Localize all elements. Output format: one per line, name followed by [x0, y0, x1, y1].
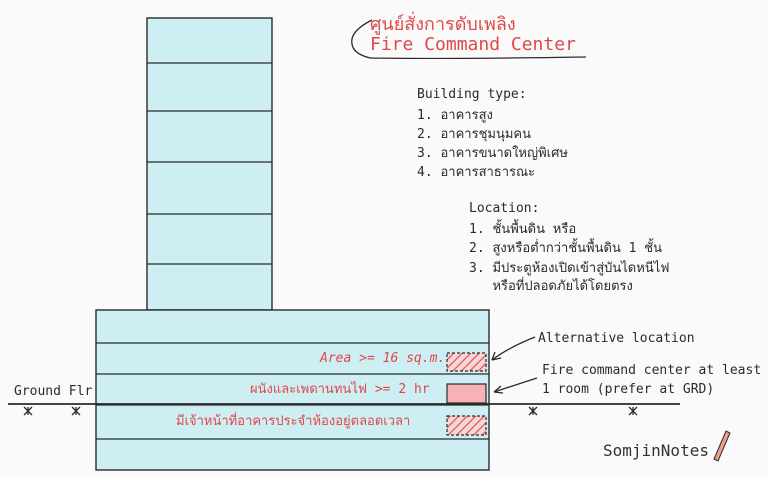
requirement-fire-rating: ผนังและเพดานทนไฟ >= 2 hr — [250, 382, 430, 397]
location-item: 3. มีประตูห้องเปิดเข้าสู่บันไดหนีไฟ — [469, 261, 670, 276]
fcc-room-ground — [446, 383, 487, 404]
building-type-item: 1. อาคารสูง — [417, 108, 493, 123]
tower — [146, 17, 273, 311]
building-type-item: 3. อาคารขนาดใหญ่พิเศษ — [417, 146, 568, 161]
alt-room-upper — [446, 352, 487, 372]
alt-room-basement — [446, 415, 487, 436]
location-item: หรือที่ปลอดภัยได้โดยตรง — [469, 279, 633, 294]
building-type-heading: Building type: — [417, 87, 527, 102]
pen-icon — [713, 430, 731, 462]
requirement-area: Area >= 16 sq.m. — [320, 351, 446, 366]
fcc-note-line1: Fire command center at least — [542, 363, 762, 378]
location-heading: Location: — [469, 201, 540, 216]
location-item: 2. สูงหรือต่ำกว่าชั้นพื้นดิน 1 ชั้น — [469, 241, 663, 256]
title-underline — [369, 56, 587, 60]
alternative-location-label: Alternative location — [538, 331, 695, 346]
requirement-staff: มีเจ้าหน้าที่อาคารประจำห้องอยู่ตลอดเวลา — [176, 414, 411, 429]
ground-floor-label: Ground Flr — [14, 384, 93, 399]
fcc-note-line2: 1 room (prefer at GRD) — [542, 382, 715, 397]
alternative-arrow-head — [491, 351, 502, 361]
alternative-arrow — [491, 336, 536, 361]
signature: SomjinNotes — [603, 441, 709, 460]
fcc-arrow-head — [493, 385, 504, 394]
building-type-item: 4. อาคารสาธารณะ — [417, 165, 536, 180]
fcc-arrow — [493, 377, 538, 393]
title-thai: ศูนย์สั่งการดับเพลิง — [370, 14, 516, 35]
title-english: Fire Command Center — [370, 34, 576, 55]
podium — [95, 309, 490, 471]
title-brace — [351, 19, 373, 59]
building-type-item: 2. อาคารชุมนุมคน — [417, 127, 531, 142]
ground-hatch-marks — [23, 406, 638, 416]
location-item: 1. ชั้นพื้นดิน หรือ — [469, 222, 577, 237]
